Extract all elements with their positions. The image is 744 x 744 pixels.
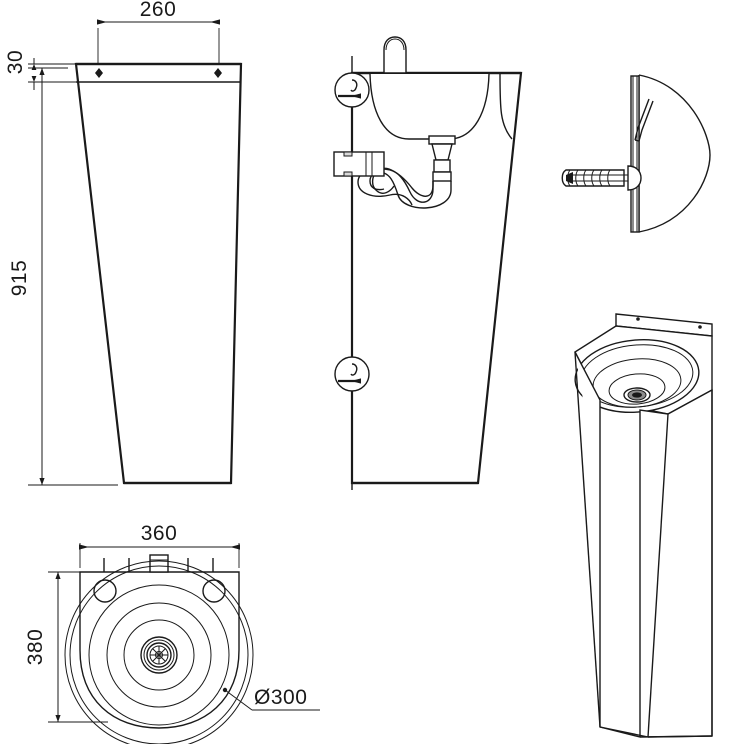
view-plan: 360 380 bbox=[24, 522, 320, 744]
detail-bubble-lower bbox=[334, 356, 370, 392]
detail-bubble-upper bbox=[334, 72, 370, 108]
drain-assembly bbox=[428, 135, 456, 182]
dimension-label-30: 30 bbox=[4, 50, 27, 74]
dimension-overall-height: 915 bbox=[8, 67, 118, 486]
fixing-screw bbox=[566, 165, 642, 191]
dimension-label-380: 380 bbox=[24, 629, 47, 666]
dimension-label-360: 360 bbox=[141, 522, 178, 545]
waste-outlet bbox=[333, 151, 385, 177]
view-perspective bbox=[574, 313, 713, 738]
tap-hole-tab bbox=[149, 554, 169, 573]
front-pedestal-body bbox=[74, 62, 243, 485]
view-wall-fixing-detail bbox=[561, 74, 711, 233]
bowl-ring-outer-2 bbox=[69, 565, 249, 744]
bowl-ring-3 bbox=[88, 584, 230, 726]
dimension-top-width: 260 bbox=[97, 0, 220, 64]
mounting-hole-left bbox=[93, 579, 117, 603]
basin-dome-outline bbox=[638, 74, 711, 233]
dimension-top-thickness: 30 bbox=[4, 50, 78, 90]
wall-plug-anchor bbox=[561, 169, 625, 187]
bowl-ring-5 bbox=[123, 619, 195, 691]
bowl-outer-curve bbox=[499, 73, 513, 140]
wall-bracket bbox=[634, 98, 654, 142]
view-front-elevation: 260 30 915 bbox=[4, 0, 243, 486]
dimension-bowl-diameter: Ø300 bbox=[222, 686, 320, 711]
perspective-drain bbox=[623, 387, 651, 403]
faucet bbox=[383, 36, 407, 74]
drain-grate bbox=[140, 636, 178, 674]
mounting-hole-right bbox=[202, 579, 226, 603]
perspective-pedestal-edges bbox=[574, 351, 713, 738]
dimension-plan-depth: 380 bbox=[24, 571, 108, 723]
flange-hole-right bbox=[698, 325, 702, 329]
dimension-label-915: 915 bbox=[8, 260, 31, 297]
bowl-ring-4 bbox=[106, 602, 212, 708]
dimension-label-260: 260 bbox=[140, 0, 177, 21]
view-section-side bbox=[333, 36, 523, 490]
dimension-label-diameter-300: Ø300 bbox=[254, 686, 307, 709]
p-trap-pipe bbox=[357, 168, 452, 209]
bowl-concentric-rings bbox=[64, 560, 254, 744]
plan-top-ticks bbox=[103, 558, 214, 572]
mounting-marker-right bbox=[214, 68, 222, 78]
dimension-plan-width: 360 bbox=[79, 522, 240, 568]
basin-bowl-profile bbox=[369, 73, 490, 140]
wall-section bbox=[630, 75, 640, 233]
flange-hole-left bbox=[636, 317, 640, 321]
front-mounting-markers bbox=[95, 68, 222, 78]
bowl-ring-outer-1 bbox=[64, 560, 254, 744]
mounting-marker-left bbox=[95, 68, 103, 78]
